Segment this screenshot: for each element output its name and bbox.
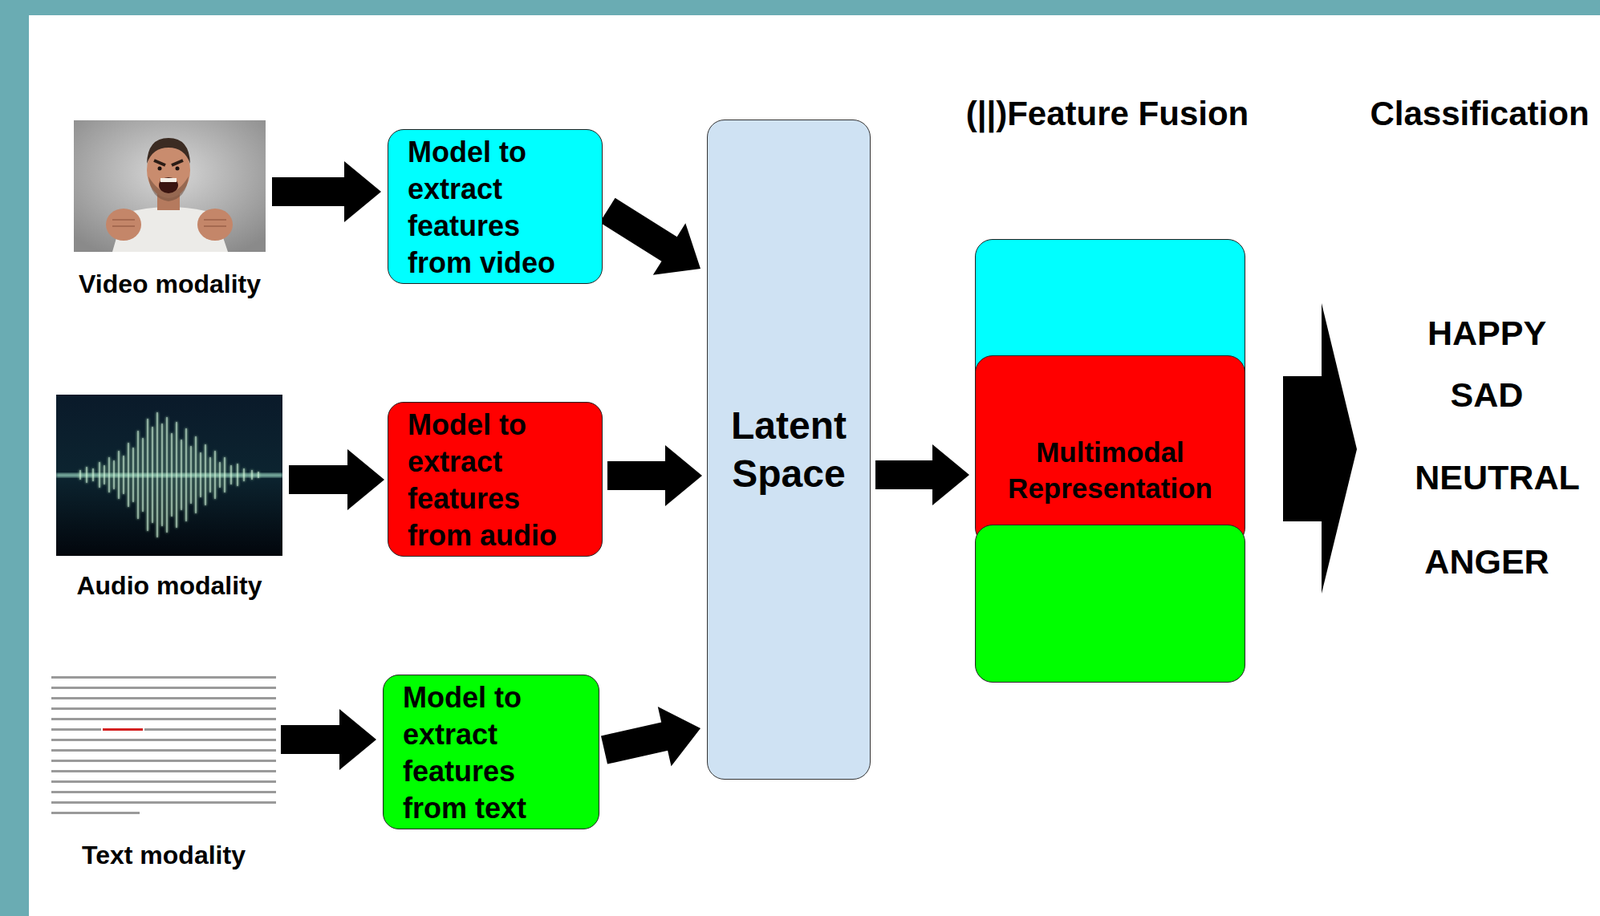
block-arrow — [601, 706, 701, 767]
section-heading: (||)Feature Fusion — [966, 94, 1250, 133]
text-sample-lines-part — [51, 749, 277, 752]
wave-bars — [80, 412, 259, 538]
text-sample-lines — [51, 676, 277, 815]
text-sample-lines-part — [51, 707, 277, 711]
video-photo — [73, 120, 266, 252]
fused-text-block — [974, 524, 1246, 683]
modality-input: Video modality — [73, 120, 266, 299]
box-text: Model to extract features from text — [402, 679, 567, 828]
mouth — [158, 177, 179, 194]
block-arrow — [607, 445, 703, 507]
wave-axis-glow — [56, 473, 283, 478]
block-arrow — [288, 449, 385, 511]
fusion-box: Multimodal Representation — [974, 355, 1246, 546]
text-sample-lines-part — [51, 770, 277, 773]
class-label: ANGER — [1424, 542, 1549, 581]
eyebrows — [154, 160, 183, 166]
text-sample-highlight — [102, 728, 143, 731]
text-sample-lines-part — [51, 812, 140, 815]
audio-waveform — [56, 394, 283, 557]
wave-bars-glow — [80, 412, 259, 538]
class-label: NEUTRAL — [1414, 458, 1580, 497]
text-sample-lines-part — [51, 780, 277, 784]
hair — [146, 138, 191, 164]
block-arrow — [280, 709, 377, 771]
box-text: Model to extract features from video — [407, 134, 570, 282]
text-sample-lines-part — [51, 676, 277, 679]
teeth — [160, 178, 177, 183]
fist — [105, 208, 142, 241]
class-label: SAD — [1450, 375, 1524, 415]
eye — [158, 166, 163, 171]
modality-label: Video modality — [78, 269, 261, 299]
modality-label: Text modality — [81, 840, 246, 870]
text-sample-lines-part — [51, 801, 277, 805]
fist — [197, 208, 233, 241]
fingers — [112, 219, 227, 227]
class-label-holder: SAD — [1450, 374, 1524, 417]
text-sample — [51, 673, 277, 821]
classification-arrow — [1283, 303, 1357, 594]
wave-background — [56, 394, 283, 557]
text-sample-lines-part — [51, 718, 277, 721]
beard — [148, 176, 189, 202]
box-text: Multimodal Representation — [985, 434, 1235, 507]
section-heading: Classification — [1369, 94, 1589, 133]
modality-input: Text modality — [51, 673, 277, 870]
block-arrow — [599, 198, 701, 276]
text-sample-lines-part — [51, 697, 277, 700]
class-label-holder: ANGER — [1424, 541, 1549, 584]
modality-label: Audio modality — [76, 571, 262, 601]
block-arrow — [875, 444, 970, 506]
modality-input: Audio modality — [56, 394, 283, 601]
block-arrow — [272, 161, 382, 223]
photo-background — [73, 120, 266, 252]
process-box: Model to extract features from text — [382, 674, 600, 830]
class-label: HAPPY — [1427, 313, 1547, 353]
process-box: Model to extract features from audio — [387, 402, 603, 557]
text-sample-background — [51, 673, 277, 821]
box-text: Latent Space — [715, 402, 862, 499]
text-sample-lines-part — [51, 791, 277, 794]
text-sample-lines-part — [51, 728, 102, 731]
class-label-holder: HAPPY — [1427, 312, 1547, 355]
eye — [175, 166, 180, 171]
latent-space-box: Latent Space — [706, 119, 871, 780]
text-sample-lines-part — [51, 739, 277, 742]
class-label-holder: NEUTRAL — [1414, 457, 1580, 500]
section-heading-holder: (||)Feature Fusion — [966, 93, 1250, 135]
section-heading-holder: Classification — [1369, 93, 1589, 135]
box-text: Model to extract features from audio — [407, 406, 570, 555]
text-sample-lines-part — [144, 728, 277, 731]
text-sample-lines-part — [51, 759, 277, 763]
text-sample-lines-part — [51, 686, 277, 690]
process-box: Model to extract features from video — [387, 129, 603, 285]
